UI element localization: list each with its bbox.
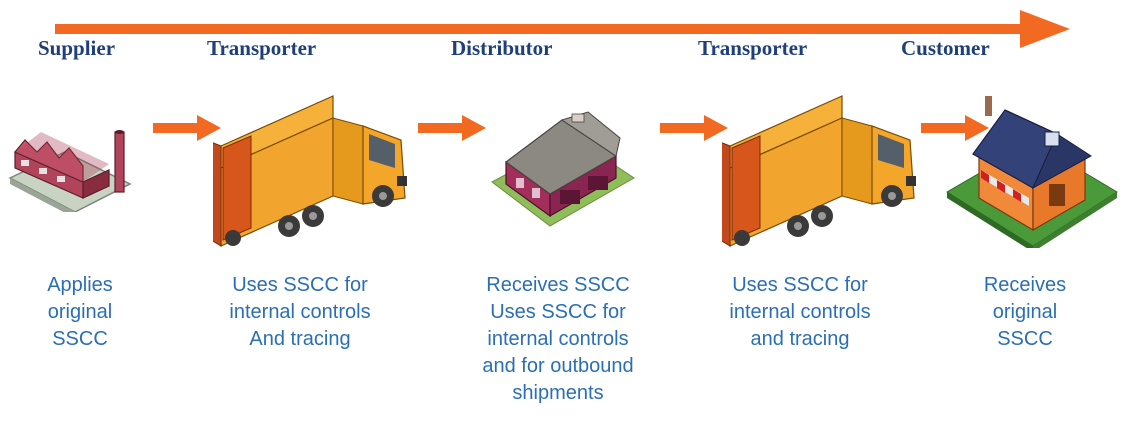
truck-icon bbox=[213, 95, 407, 247]
store-icon bbox=[946, 96, 1118, 248]
stage-description-supplier: Applies original SSCC bbox=[47, 274, 113, 350]
flow-arrow-icon bbox=[921, 115, 989, 141]
stage-title-transporter: Transporter bbox=[207, 36, 317, 60]
stage-description-customer: Receives original SSCC bbox=[983, 274, 1067, 350]
stage-title-transporter: Transporter bbox=[698, 36, 808, 60]
stage-description-distributor: Receives SSCC Uses SSCC for internal con… bbox=[482, 274, 634, 404]
flow-arrow-icon bbox=[153, 115, 221, 141]
flow-arrow-icon bbox=[418, 115, 486, 141]
warehouse-icon bbox=[491, 111, 635, 227]
stage-title-customer: Customer bbox=[901, 36, 990, 60]
stage-description-transporter: Uses SSCC for internal controls And trac… bbox=[229, 274, 371, 350]
factory-icon bbox=[8, 130, 132, 212]
stage-title-supplier: Supplier bbox=[38, 36, 116, 60]
stage-title-distributor: Distributor bbox=[451, 36, 553, 60]
flow-arrow-icon bbox=[660, 115, 728, 141]
timeline-arrow-icon bbox=[55, 10, 1070, 48]
truck-icon bbox=[722, 95, 916, 247]
stage-description-transporter: Uses SSCC for internal controls and trac… bbox=[729, 274, 871, 350]
